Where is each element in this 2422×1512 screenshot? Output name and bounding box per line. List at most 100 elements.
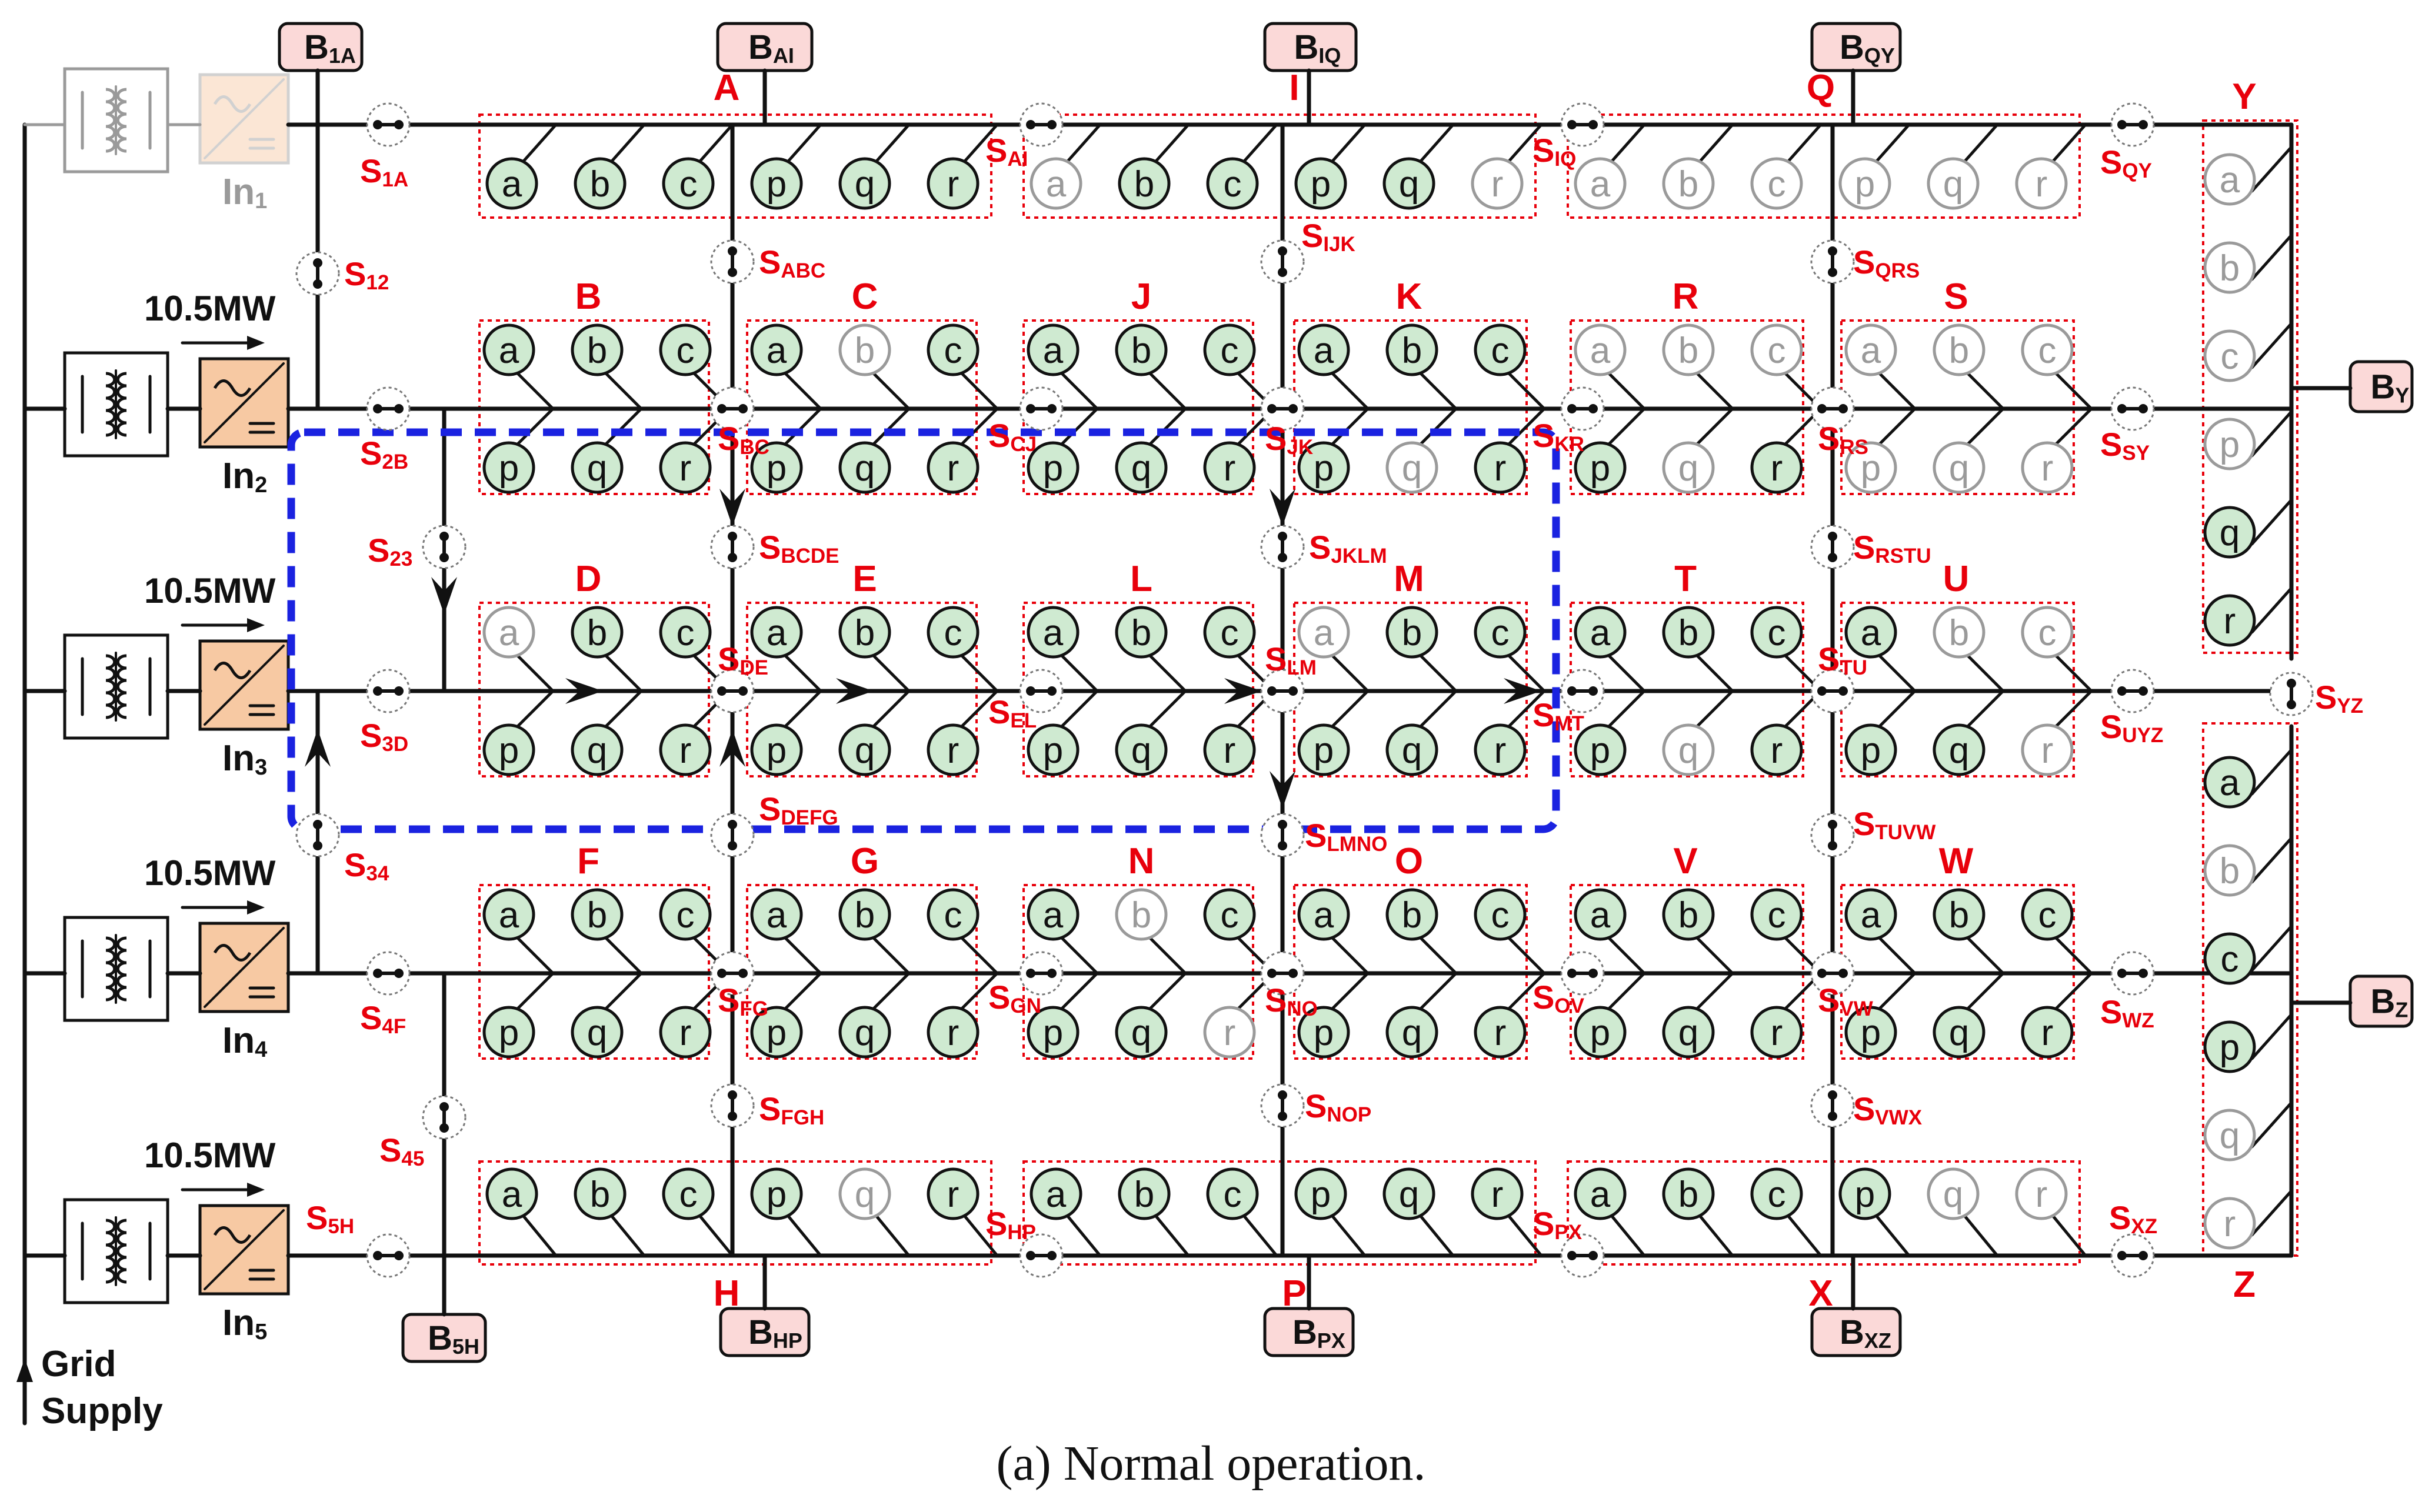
group-label-T: T: [1674, 559, 1697, 599]
node-letter: q: [1402, 1013, 1422, 1053]
node-circle: [1027, 606, 1080, 659]
node-circle: [1750, 323, 1803, 376]
node-F-q: q: [571, 1006, 624, 1059]
transformer-coil: [105, 654, 116, 719]
node-K-c: c: [1474, 323, 1527, 376]
node-letter: c: [1768, 895, 1786, 936]
node-branch: [1878, 936, 1917, 975]
power-label-3: 10.5MW: [144, 571, 276, 610]
node-letter: p: [767, 1174, 787, 1215]
node-Z-p: p: [2203, 1020, 2256, 1073]
node-branch: [784, 936, 822, 975]
node-circle: [927, 1167, 980, 1220]
node-letter: a: [1043, 895, 1064, 936]
node-circle: [838, 606, 891, 659]
node-B-a: a: [482, 323, 535, 376]
node-branch: [1507, 1214, 1543, 1257]
transformer-1: [63, 67, 169, 173]
node-branch: [1419, 936, 1458, 975]
node-B-r: r: [659, 441, 712, 494]
node-letter: q: [1949, 730, 1969, 771]
node-letter: q: [2220, 513, 2240, 553]
node-X-q: q: [1927, 1167, 1980, 1220]
inverter-1: [198, 73, 290, 165]
node-S-q: q: [1933, 441, 1985, 494]
node-branch: [784, 407, 822, 446]
node-N-b: b: [1115, 888, 1168, 941]
node-circle: [482, 1006, 535, 1059]
node-branch: [1242, 1214, 1278, 1257]
switch-SWZ: [2110, 951, 2155, 996]
node-circle: [482, 441, 535, 494]
node-Q-b: b: [1662, 157, 1715, 210]
transformer-coil: [105, 88, 116, 153]
node-letter: r: [1494, 1013, 1507, 1053]
node-branch: [1419, 689, 1458, 728]
node-branch: [604, 972, 643, 1010]
node-circle: [1297, 323, 1350, 376]
switch-S23: [422, 525, 467, 569]
node-branch: [787, 1214, 822, 1257]
switch-label-SBC: SBC: [718, 420, 769, 459]
switch-label-S2B: S2B: [360, 435, 408, 473]
node-circle: [1844, 723, 1897, 776]
node-L-a: a: [1027, 606, 1080, 659]
node-W-q: q: [1933, 1006, 1985, 1059]
node-L-q: q: [1115, 723, 1168, 776]
node-S-p: p: [1844, 441, 1897, 494]
node-letter: b: [1402, 613, 1422, 653]
node-K-q: q: [1385, 441, 1438, 494]
node-letter: p: [1590, 730, 1610, 771]
node-circle: [1115, 723, 1168, 776]
node-letter: a: [1861, 331, 1881, 371]
node-I-r: r: [1471, 157, 1524, 210]
switch-label-SVWX: SVWX: [1853, 1090, 1923, 1129]
node-G-b: b: [838, 888, 891, 941]
node-circle: [1933, 441, 1985, 494]
node-branch: [516, 936, 555, 975]
inverter-label-1: In1: [222, 172, 267, 213]
switch-SHP: [1019, 1233, 1064, 1278]
inverter-label-3: In3: [222, 738, 267, 780]
inverter-diagonal: [204, 927, 285, 1008]
node-letter: a: [502, 1174, 522, 1215]
node-branch: [963, 123, 999, 163]
node-letter: a: [499, 895, 519, 936]
node-circle: [1027, 888, 1080, 941]
group-box-H: [478, 1160, 992, 1266]
node-O-b: b: [1385, 888, 1438, 941]
node-branch: [872, 689, 911, 728]
node-G-a: a: [750, 888, 803, 941]
node-R-p: p: [1574, 441, 1627, 494]
node-circle: [1385, 606, 1438, 659]
node-M-p: p: [1297, 723, 1350, 776]
switch-label-SCJ: SCJ: [988, 417, 1037, 456]
node-letter: b: [587, 895, 607, 936]
node-circle: [750, 723, 803, 776]
switch-label-SWZ: SWZ: [2100, 993, 2154, 1032]
node-M-c: c: [1474, 606, 1527, 659]
node-I-b: b: [1118, 157, 1171, 210]
node-letter: p: [767, 730, 787, 771]
node-letter: q: [587, 1013, 607, 1053]
node-circle: [1933, 723, 1985, 776]
node-letter: a: [767, 331, 787, 371]
node-branch: [1507, 936, 1546, 975]
node-letter: r: [1494, 730, 1507, 771]
node-branch: [784, 689, 822, 728]
node-Q-a: a: [1574, 157, 1627, 210]
node-Q-c: c: [1750, 157, 1803, 210]
switch-label-SQRS: SQRS: [1853, 243, 1920, 282]
node-letter: b: [1678, 1174, 1698, 1215]
node-V-b: b: [1662, 888, 1715, 941]
power-arrow-head: [247, 1183, 265, 1197]
node-F-r: r: [659, 1006, 712, 1059]
switch-SQY: [2110, 102, 2155, 147]
node-circle: [2203, 594, 2256, 647]
node-S-c: c: [2021, 323, 2074, 376]
node-circle: [2021, 606, 2074, 659]
flow-arrow-L: [1224, 678, 1262, 704]
figure-caption: (a) Normal operation.: [996, 1436, 1426, 1491]
node-circle: [1471, 1167, 1524, 1220]
group-label-W: W: [1939, 841, 1974, 882]
